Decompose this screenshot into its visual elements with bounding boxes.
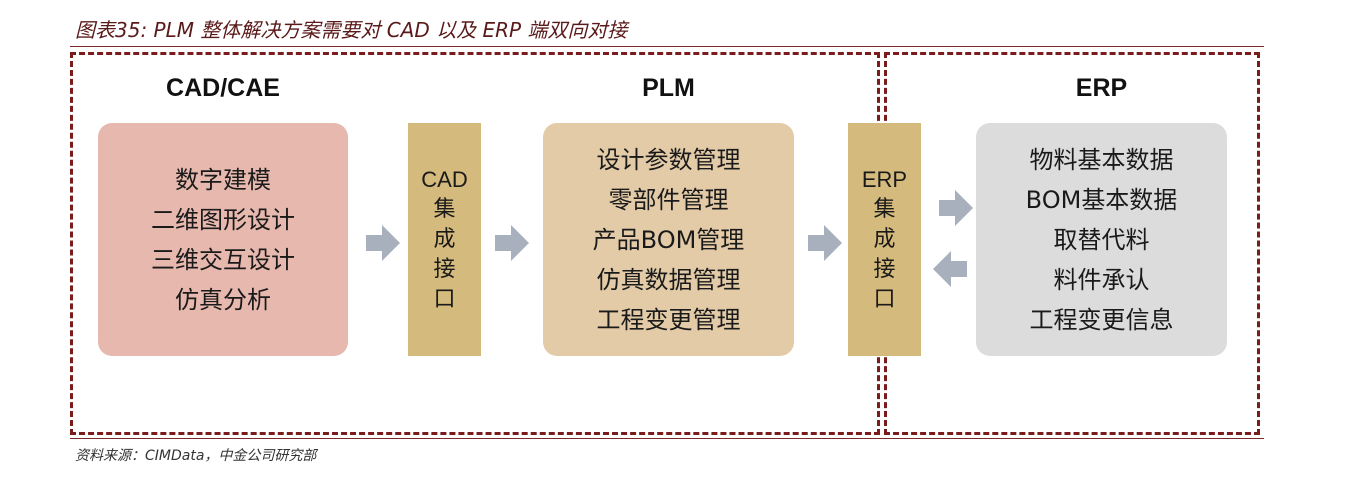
- interface-label: CAD: [421, 166, 468, 192]
- interface-label: ERP: [861, 166, 908, 192]
- plm-item: 设计参数管理: [596, 145, 741, 174]
- interface-char: 口: [433, 286, 456, 312]
- erp-item: 料件承认: [1053, 265, 1150, 294]
- plm-item: 仿真数据管理: [596, 265, 741, 294]
- erp-integration-interface: ERP 集 成 接 口: [848, 123, 921, 356]
- erp-item: BOM基本数据: [1025, 185, 1178, 214]
- plm-item: 零部件管理: [608, 185, 729, 214]
- interface-char: 接: [873, 256, 896, 282]
- interface-char: 接: [433, 256, 456, 282]
- interface-char: 集: [433, 196, 456, 222]
- interface-char: 集: [873, 196, 896, 222]
- source-note: 资料来源：CIMData，中金公司研究部: [75, 448, 317, 464]
- plm-functions-box: 设计参数管理 零部件管理 产品BOM管理 仿真数据管理 工程变更管理: [543, 123, 794, 356]
- erp-section-title: ERP: [1075, 74, 1128, 102]
- erp-functions-box: 物料基本数据 BOM基本数据 取替代料 料件承认 工程变更信息: [976, 123, 1227, 356]
- figure-title: 图表35: PLM 整体解决方案需要对 CAD 以及 ERP 端双向对接: [75, 18, 628, 42]
- cad-item: 仿真分析: [175, 285, 271, 314]
- erp-item: 取替代料: [1053, 225, 1150, 254]
- right-arrow-icon: [495, 225, 529, 261]
- cad-item: 二维图形设计: [151, 205, 295, 234]
- interface-char: 成: [433, 226, 456, 252]
- top-rule: [70, 46, 1264, 47]
- cad-section-title: CAD/CAE: [166, 74, 280, 102]
- erp-item: 物料基本数据: [1029, 145, 1174, 174]
- plm-section-title: PLM: [642, 74, 695, 102]
- cad-item: 三维交互设计: [151, 245, 295, 274]
- interface-char: 成: [873, 226, 896, 252]
- right-arrow-icon: [939, 190, 973, 226]
- interface-char: 口: [873, 286, 896, 312]
- cad-integration-interface: CAD 集 成 接 口: [408, 123, 481, 356]
- bottom-rule: [70, 438, 1264, 439]
- cad-item: 数字建模: [175, 165, 271, 194]
- left-arrow-icon: [933, 251, 967, 287]
- right-arrow-icon: [808, 225, 842, 261]
- plm-item: 工程变更管理: [596, 305, 741, 334]
- cad-functions-box: 数字建模 二维图形设计 三维交互设计 仿真分析: [98, 123, 348, 356]
- erp-item: 工程变更信息: [1029, 305, 1174, 334]
- plm-item: 产品BOM管理: [592, 225, 745, 254]
- right-arrow-icon: [366, 225, 400, 261]
